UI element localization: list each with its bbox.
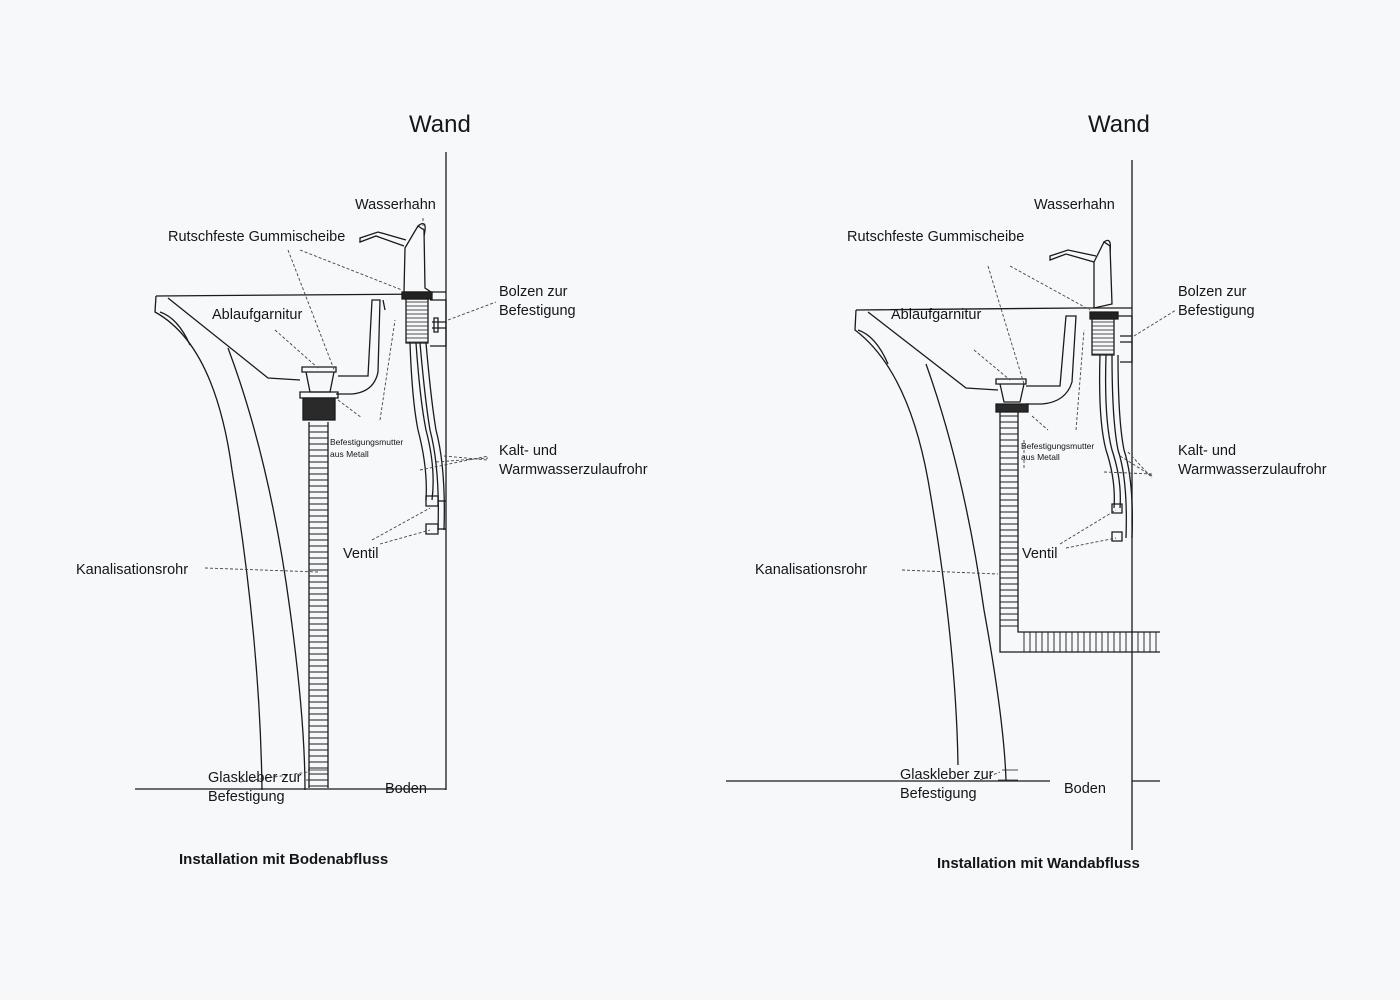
- valve-label: Ventil: [343, 546, 379, 562]
- faucet-body: [404, 226, 431, 292]
- floor-drain-drawing: [0, 0, 700, 1000]
- rubber-washer: [402, 292, 432, 299]
- bolts-label-line2: Befestigung: [1178, 303, 1255, 319]
- rubber-washer-label: Rutschfeste Gummischeibe: [168, 229, 346, 245]
- metal-nut-label-line2: aus Metall: [330, 449, 369, 459]
- glue-label-line1: Glaskleber zur: [900, 767, 994, 783]
- supply-pipe: [410, 343, 426, 500]
- wall-label: Wand: [409, 111, 471, 138]
- glue-label-line2: Befestigung: [208, 789, 285, 805]
- sewer-pipe-label: Kanalisationsrohr: [76, 562, 189, 578]
- bolt: [1120, 336, 1132, 342]
- leader-lines: [205, 218, 496, 782]
- faucet-thread: [406, 299, 428, 343]
- drain-set-label: Ablaufgarnitur: [891, 307, 982, 323]
- sewer-pipe: [309, 422, 328, 788]
- drain-set-label: Ablaufgarnitur: [212, 307, 303, 323]
- bolts-label-line1: Bolzen zur: [499, 284, 568, 300]
- sewer-pipe-label: Kanalisationsrohr: [755, 562, 868, 578]
- bolt: [432, 318, 446, 332]
- rubber-washer: [1090, 312, 1118, 319]
- caption-floor-drain: Installation mit Bodenabfluss: [179, 851, 389, 868]
- metal-nut-label-line1: Befestigungsmutter: [1021, 441, 1095, 451]
- faucet-thread: [1092, 319, 1114, 355]
- leader-lines: [902, 266, 1176, 780]
- glue-label-line1: Glaskleber zur: [208, 770, 302, 786]
- diagram-floor-drain: Wand Wasserhahn Rutschfeste Gummischeibe…: [0, 0, 700, 1000]
- bolts-label-line1: Bolzen zur: [1178, 284, 1247, 300]
- wall-label: Wand: [1088, 111, 1150, 138]
- metal-nut: [303, 398, 335, 420]
- floor-label: Boden: [385, 781, 427, 797]
- supply-label-line2: Warmwasserzulaufrohr: [1178, 462, 1327, 478]
- pedestal-outline: [926, 364, 1006, 780]
- sewer-pipe: [1000, 412, 1160, 652]
- faucet-label: Wasserhahn: [1034, 197, 1115, 213]
- rubber-washer-label: Rutschfeste Gummischeibe: [847, 229, 1025, 245]
- floor-label: Boden: [1064, 781, 1106, 797]
- supply-label-line1: Kalt- und: [1178, 443, 1237, 459]
- basin-outline: [855, 310, 958, 765]
- faucet-body: [1094, 242, 1112, 308]
- caption-wall-drain: Installation mit Wandabfluss: [937, 855, 1140, 872]
- wall-drain-drawing: [680, 0, 1380, 1000]
- supply-pipe: [1100, 355, 1115, 508]
- drain-flange: [302, 367, 336, 372]
- bolts-label-line2: Befestigung: [499, 303, 576, 319]
- metal-nut-label-line1: Befestigungsmutter: [330, 437, 404, 447]
- pedestal-outline: [228, 348, 305, 790]
- metal-nut: [996, 404, 1028, 412]
- glue-label-line2: Befestigung: [900, 786, 977, 802]
- metal-nut-label-line2: aus Metall: [1021, 452, 1060, 462]
- basin-outline: [155, 296, 262, 790]
- valve: [1112, 504, 1122, 513]
- faucet-label: Wasserhahn: [355, 197, 436, 213]
- diagram-wall-drain: Wand Wasserhahn Rutschfeste Gummischeibe…: [680, 0, 1380, 1000]
- valve-label: Ventil: [1022, 546, 1058, 562]
- supply-label-line2: Warmwasserzulaufrohr: [499, 462, 648, 478]
- supply-label-line1: Kalt- und: [499, 443, 558, 459]
- drain-flange: [996, 379, 1026, 384]
